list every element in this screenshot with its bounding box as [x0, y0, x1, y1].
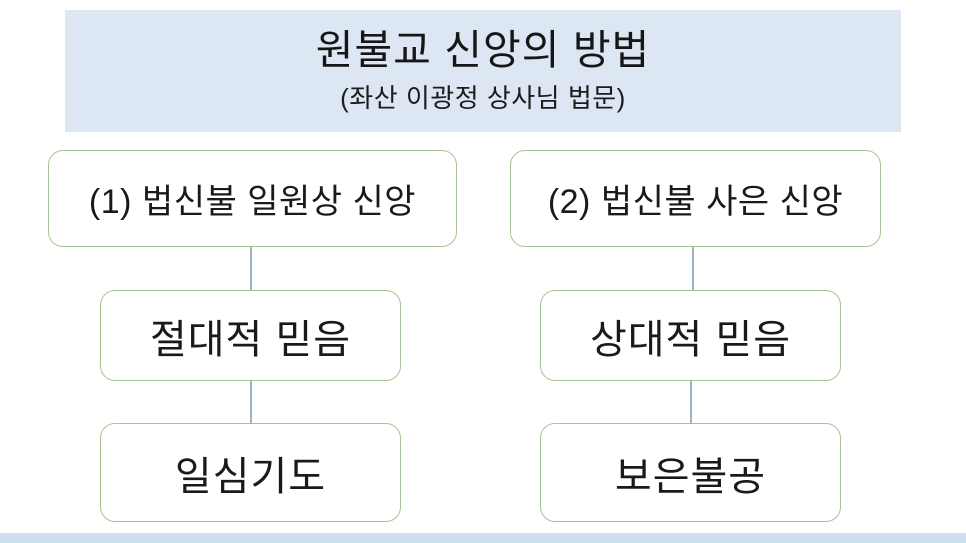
flow-box-label: 절대적 믿음 — [149, 317, 352, 362]
flow-box-ilsim-prayer: 일심기도 — [100, 423, 401, 522]
bottom-accent-bar — [0, 533, 966, 543]
slide-title: 원불교 신앙의 방법 — [315, 26, 651, 73]
flow-box-label: 상대적 믿음 — [589, 317, 792, 362]
flow-box-label: (1) 법신불 일원상 신앙 — [88, 183, 417, 221]
connector-line — [250, 381, 252, 423]
flow-box-faith-ilwonsang: (1) 법신불 일원상 신앙 — [48, 150, 457, 247]
slide-header: 원불교 신앙의 방법 (좌산 이광정 상사님 법문) — [65, 10, 901, 132]
flow-box-faith-saeun: (2) 법신불 사은 신앙 — [510, 150, 881, 247]
flow-box-relative-belief: 상대적 믿음 — [540, 290, 841, 381]
flow-box-boeun-offering: 보은불공 — [540, 423, 841, 522]
connector-line — [692, 247, 694, 290]
flow-box-label: 보은불공 — [614, 454, 767, 499]
connector-line — [250, 247, 252, 290]
flow-box-label: 일심기도 — [174, 454, 327, 499]
slide-subtitle: (좌산 이광정 상사님 법문) — [340, 83, 626, 114]
connector-line — [690, 381, 692, 423]
flow-box-label: (2) 법신불 사은 신앙 — [547, 183, 844, 221]
flow-box-absolute-belief: 절대적 믿음 — [100, 290, 401, 381]
